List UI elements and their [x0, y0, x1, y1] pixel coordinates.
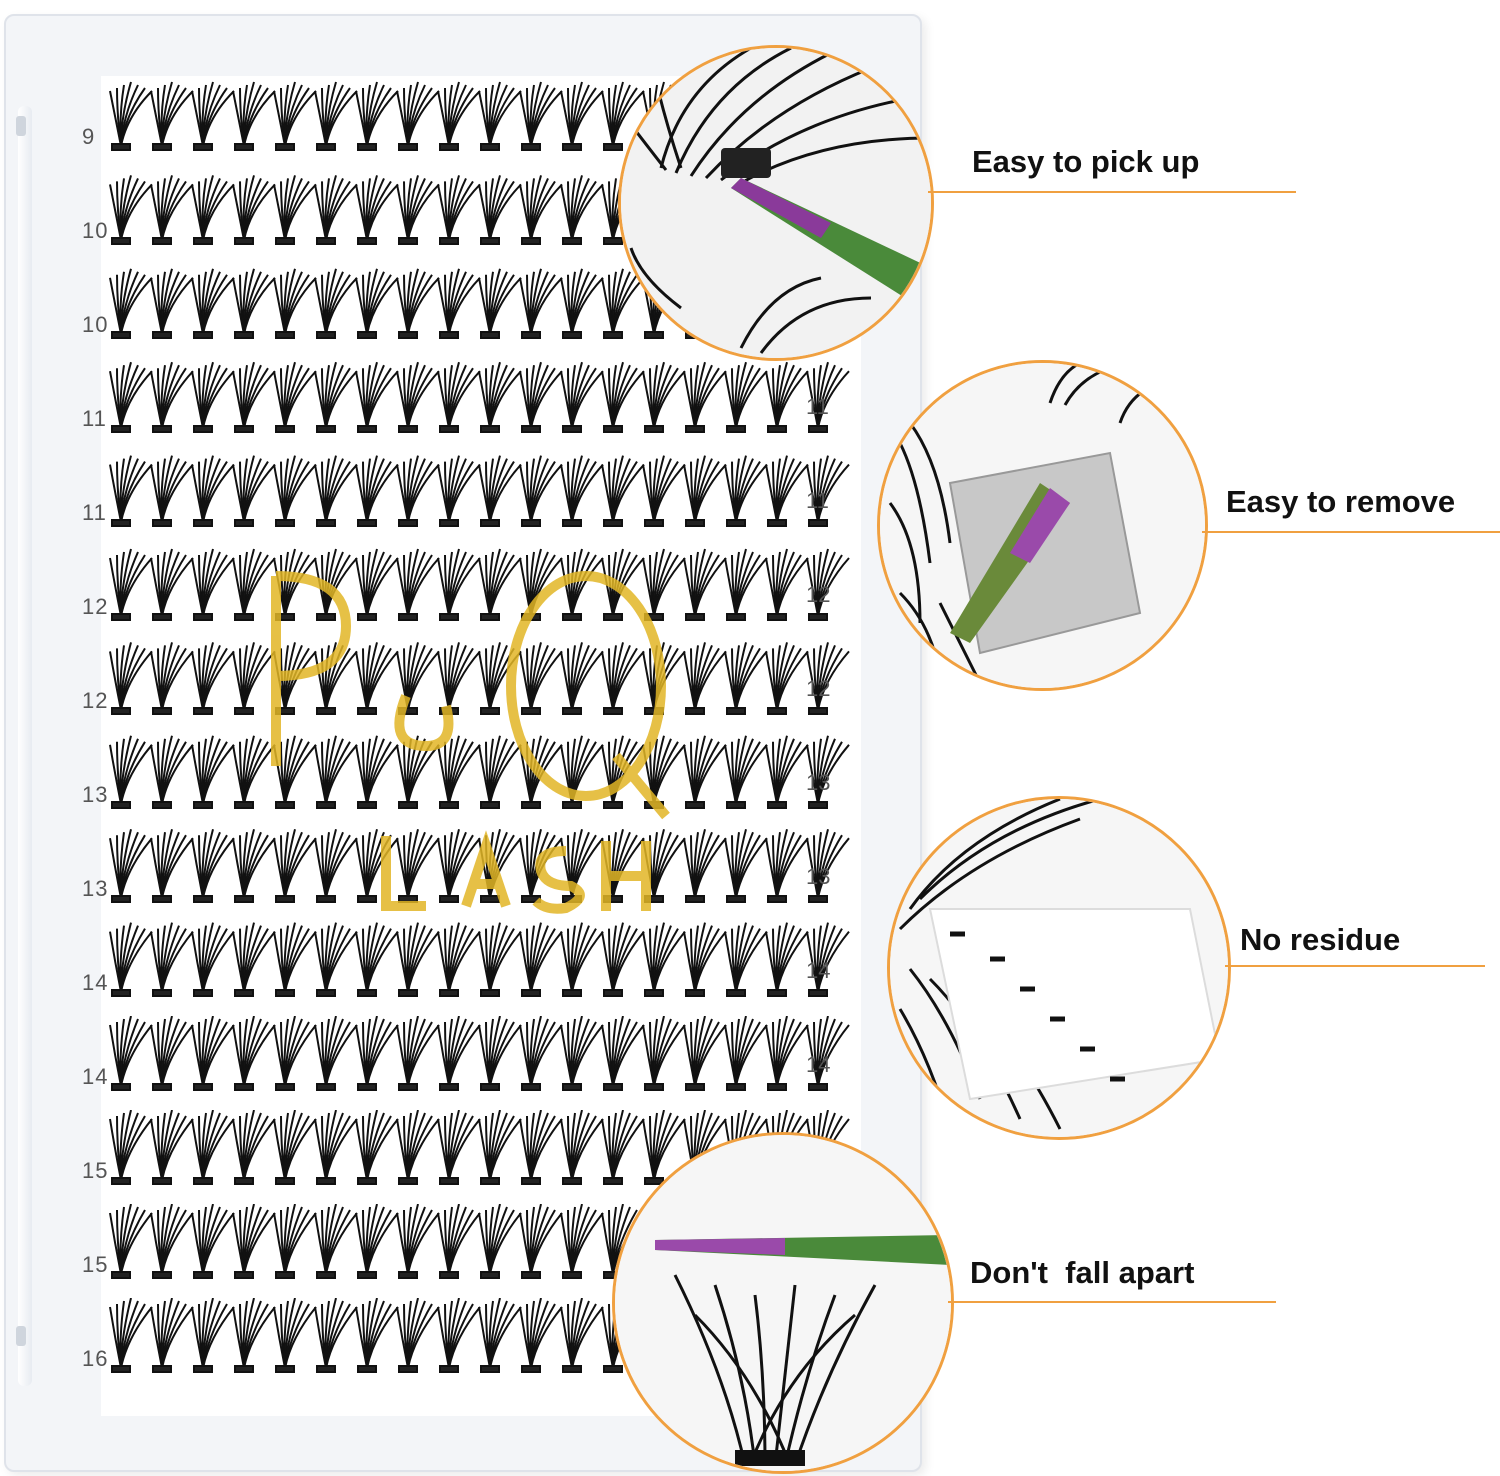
lash-row — [101, 734, 861, 822]
row-length-left: 13 — [82, 782, 109, 807]
lash-row — [101, 1016, 861, 1104]
feature-label-pick-up: Easy to pick up — [972, 144, 1200, 179]
feature-label-no-residue: No residue — [1240, 922, 1401, 957]
row-length-left: 10 — [82, 312, 109, 337]
row-length-left: 15 — [82, 1252, 109, 1277]
no-residue-divider — [1225, 965, 1485, 967]
row-length-left: 9 — [82, 124, 96, 149]
row-length-right: 12 — [806, 582, 831, 607]
row-length-left: 12 — [82, 594, 109, 619]
tray-edge — [18, 106, 32, 1386]
lash-row — [101, 640, 861, 728]
row-length-right: 11 — [806, 394, 829, 419]
tray-clip — [16, 116, 26, 136]
row-length-left: 14 — [82, 1064, 109, 1089]
tray-clip — [16, 1326, 26, 1346]
row-length-right: 13 — [806, 864, 831, 889]
row-length-right: 13 — [806, 770, 831, 795]
row-length-right: 12 — [806, 676, 831, 701]
remove-detail-image — [877, 360, 1208, 691]
lash-row — [101, 452, 861, 540]
feature-label-fall-apart: Don't fall apart — [970, 1255, 1195, 1290]
row-length-left: 11 — [82, 406, 107, 431]
row-length-left: 14 — [82, 970, 109, 995]
row-length-left: 11 — [82, 500, 107, 525]
pick-up-divider — [928, 191, 1296, 193]
row-length-right: 14 — [806, 958, 831, 983]
row-length-right: 11 — [806, 488, 829, 513]
row-length-left: 10 — [82, 218, 109, 243]
row-length-left: 12 — [82, 688, 109, 713]
feature-label-remove: Easy to remove — [1226, 484, 1456, 519]
row-length-right: 14 — [806, 1052, 831, 1077]
lash-row — [101, 358, 861, 446]
row-length-left: 13 — [82, 876, 109, 901]
remove-divider — [1202, 531, 1500, 533]
lash-row — [101, 546, 861, 634]
pick-up-detail-image — [618, 45, 934, 361]
lash-row — [101, 922, 861, 1010]
row-length-left: 16 — [82, 1346, 109, 1371]
row-length-left: 15 — [82, 1158, 109, 1183]
lash-row — [101, 1110, 861, 1198]
fall-apart-divider — [948, 1301, 1276, 1303]
no-residue-detail-image — [887, 796, 1231, 1140]
fall-apart-detail-image — [612, 1132, 954, 1474]
lash-row — [101, 828, 861, 916]
